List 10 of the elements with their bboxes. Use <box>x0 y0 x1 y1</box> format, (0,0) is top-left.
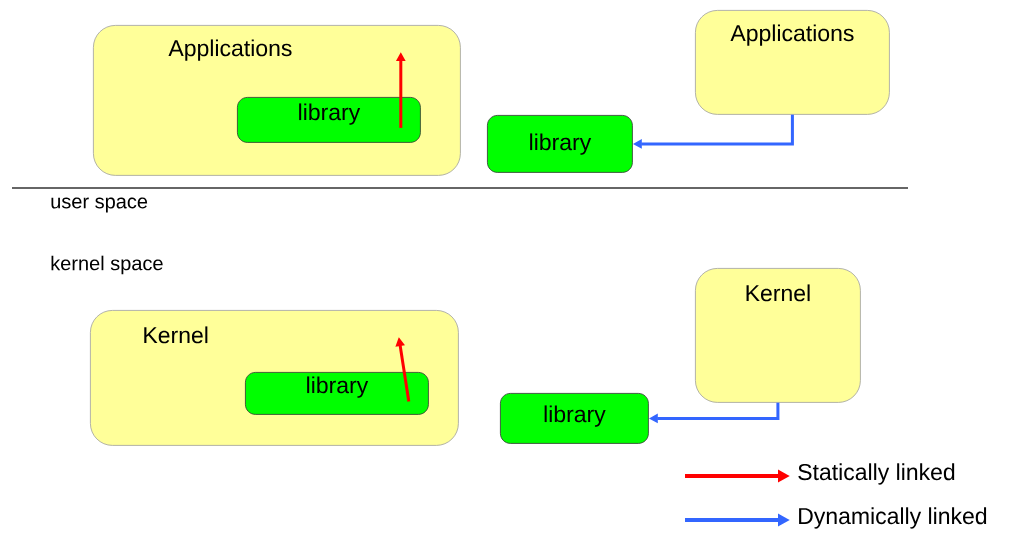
legend-text: Dynamically linked <box>799 507 987 529</box>
library-box: library <box>487 115 633 173</box>
legend-text: Statically linked <box>798 463 955 485</box>
layer-box: Applications <box>695 10 890 115</box>
layer-box: Kernel <box>695 268 861 403</box>
library-box: library <box>245 372 429 415</box>
library-box: library <box>500 393 649 444</box>
library-box: library <box>237 97 421 143</box>
space-label: user space <box>51 197 148 213</box>
space-label: kernel space <box>51 255 163 275</box>
